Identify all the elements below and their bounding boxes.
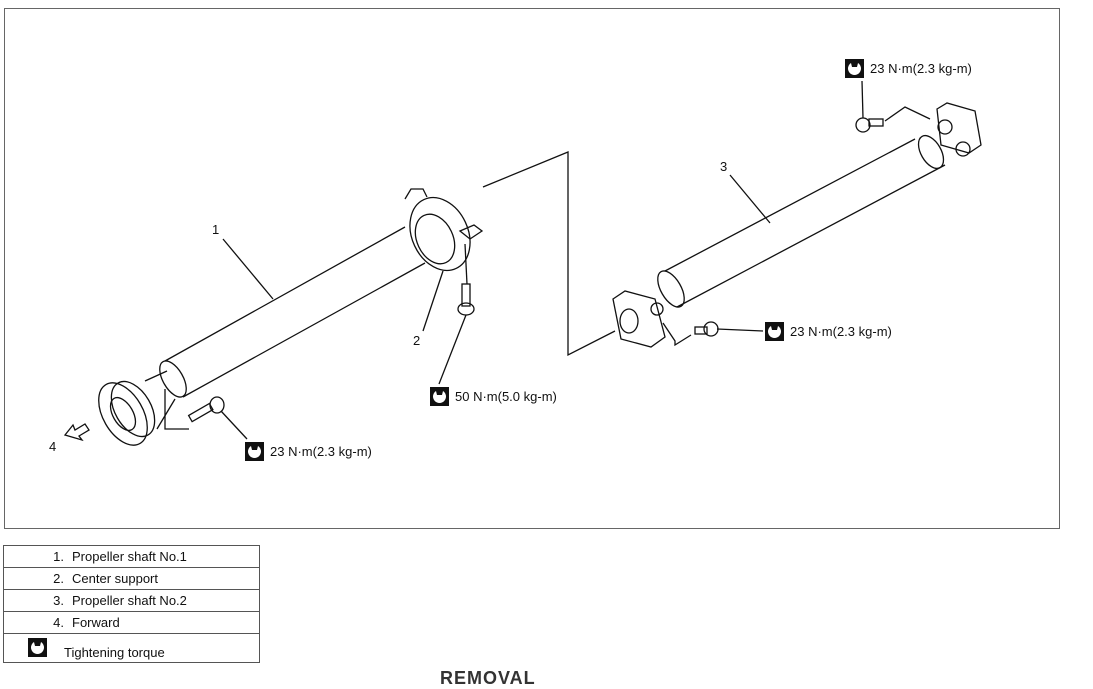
legend-row: 2. Center support xyxy=(3,567,260,590)
wrench-icon xyxy=(430,387,449,406)
torque-value: 23 N·m(2.3 kg-m) xyxy=(870,61,972,76)
legend-label: Propeller shaft No.1 xyxy=(72,549,187,564)
callout-3: 3 xyxy=(720,159,728,174)
wrench-icon xyxy=(845,59,864,78)
legend-label: Forward xyxy=(72,615,120,630)
legend-number: 3. xyxy=(53,593,64,608)
legend-label: Tightening torque xyxy=(64,645,165,660)
torque-value: 23 N·m(2.3 kg-m) xyxy=(270,444,372,459)
torque-value: 23 N·m(2.3 kg-m) xyxy=(790,324,892,339)
legend-table: 1.Propeller shaft No.1 2.Center support … xyxy=(3,545,260,663)
legend-row: 3. Propeller shaft No.2 xyxy=(3,589,260,612)
torque-spec-center: 50 N·m(5.0 kg-m) xyxy=(430,387,557,406)
torque-value: 50 N·m(5.0 kg-m) xyxy=(455,389,557,404)
right-mid-bolt xyxy=(662,321,764,347)
torque-spec-top-right: 23 N·m(2.3 kg-m) xyxy=(845,59,972,78)
center-support xyxy=(404,188,484,285)
legend-number: 4. xyxy=(53,615,64,630)
torque-spec-left-bottom: 23 N·m(2.3 kg-m) xyxy=(245,442,372,461)
legend-label: Propeller shaft No.2 xyxy=(72,593,187,608)
propeller-shaft-2 xyxy=(612,102,982,348)
legend-label: Center support xyxy=(72,571,158,586)
section-heading: REMOVAL xyxy=(440,668,536,688)
torque-spec-right-mid: 23 N·m(2.3 kg-m) xyxy=(765,322,892,341)
top-right-bolt xyxy=(855,80,931,133)
callout-4: 4 xyxy=(49,439,57,454)
legend-row: 1. Propeller shaft No.1 xyxy=(3,545,260,568)
diagram-drawing xyxy=(63,80,982,446)
exploded-diagram: 1 2 3 4 23 N·m(2.3 kg-m) 23 N·m(2.3 kg-m… xyxy=(4,8,1060,529)
forward-arrow xyxy=(63,423,90,442)
legend-row: 4. Forward xyxy=(3,611,260,634)
callout-1: 1 xyxy=(212,222,220,237)
legend-number: 1. xyxy=(53,549,64,564)
wrench-icon xyxy=(245,442,264,461)
legend-row: Tightening torque xyxy=(3,633,260,663)
center-bolt xyxy=(438,283,475,385)
wrench-icon xyxy=(28,638,47,657)
callout-2: 2 xyxy=(413,333,421,348)
wrench-icon xyxy=(765,322,784,341)
legend-number: 2. xyxy=(53,571,64,586)
propeller-shaft-1 xyxy=(98,226,426,446)
left-bolt xyxy=(164,389,248,440)
